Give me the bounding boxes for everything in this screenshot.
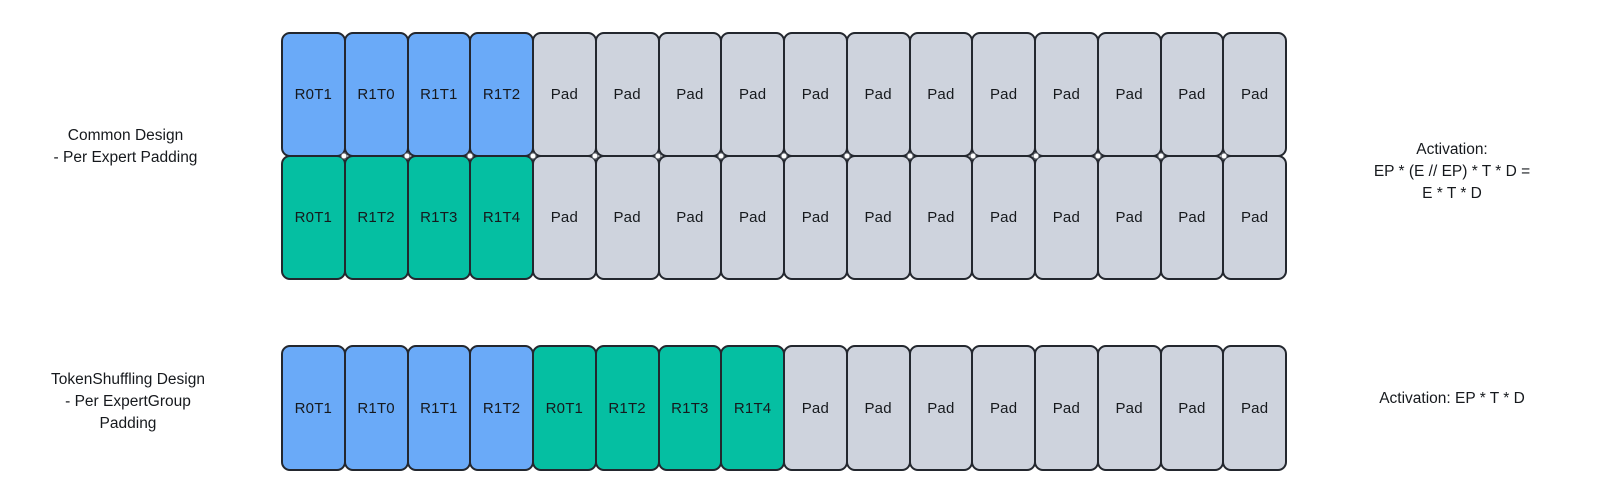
pad-cell: Pad: [845, 345, 911, 471]
pad-cell: Pad: [594, 32, 660, 157]
connector-dot: [654, 152, 662, 160]
pad-cell: Pad: [908, 32, 974, 157]
token-cell-r1t1: R1T1: [406, 345, 472, 471]
pad-cell: Pad: [1034, 32, 1099, 157]
label-line: Common Design: [67, 127, 184, 144]
pad-cell: Pad: [845, 32, 911, 157]
pad-cell: Pad: [1159, 32, 1225, 157]
connector-dot: [1220, 152, 1228, 160]
pad-cell: Pad: [845, 155, 911, 280]
pad-cell: Pad: [1034, 345, 1099, 471]
common-design-activation-formula: Activation: EP * (E // EP) * T * D = E * T…: [1336, 139, 1568, 205]
pad-cell: Pad: [1222, 155, 1287, 280]
connector-dot: [591, 152, 599, 160]
pad-cell: Pad: [1096, 32, 1162, 157]
pad-cell: Pad: [783, 345, 848, 471]
connector-dot: [780, 152, 788, 160]
connector-dot: [340, 152, 348, 160]
pad-cell: Pad: [971, 345, 1036, 471]
common-design-label: Common Design - Per Expert Padding: [8, 125, 243, 169]
connector-dot: [529, 152, 536, 160]
token-cell-r0t1: R0T1: [281, 345, 346, 471]
connector-dot: [1032, 152, 1039, 160]
token-cell-r1t4: R1T4: [720, 345, 785, 471]
tokenshuffling-design-activation-formula: Activation: EP * T * D: [1336, 388, 1568, 410]
token-cell-r1t0: R1T0: [343, 32, 409, 157]
connector-dot: [403, 152, 411, 160]
pad-cell: Pad: [657, 155, 723, 280]
label-line: Activation:: [1416, 141, 1488, 158]
connector-dot: [969, 152, 977, 160]
label-line: EP * (E // EP) * T * D =: [1373, 163, 1531, 180]
token-cell-r1t2: R1T2: [594, 345, 660, 471]
pad-cell: Pad: [532, 155, 597, 280]
pad-cell: Pad: [1096, 155, 1162, 280]
token-cell-r0t1: R0T1: [532, 345, 597, 471]
pad-cell: Pad: [532, 32, 597, 157]
token-cell-r1t2: R1T2: [343, 155, 409, 280]
label-line: Padding: [99, 415, 157, 432]
token-cell-r1t1: R1T1: [406, 32, 472, 157]
token-cell-r0t1: R0T1: [281, 155, 346, 280]
pad-cell: Pad: [1159, 155, 1225, 280]
connector-dot: [466, 152, 474, 160]
token-cell-r1t2: R1T2: [469, 32, 534, 157]
label-line: Activation: EP * T * D: [1379, 390, 1525, 407]
pad-cell: Pad: [720, 155, 785, 280]
connector-dot: [717, 152, 725, 160]
pad-cell: Pad: [1096, 345, 1162, 471]
pad-cell: Pad: [1159, 345, 1225, 471]
pad-cell: Pad: [971, 155, 1036, 280]
pad-cell: Pad: [720, 32, 785, 157]
label-line: E * T * D: [1422, 185, 1482, 202]
pad-cell: Pad: [783, 155, 848, 280]
pad-cell: Pad: [783, 32, 848, 157]
token-cell-r1t3: R1T3: [657, 345, 723, 471]
pad-cell: Pad: [908, 345, 974, 471]
connector-dot: [1157, 152, 1165, 160]
token-cell-r1t2: R1T2: [469, 345, 534, 471]
connector-dot: [1094, 152, 1102, 160]
label-line: TokenShuffling Design: [51, 371, 205, 388]
token-cell-r1t0: R1T0: [343, 345, 409, 471]
label-line: - Per ExpertGroup: [65, 393, 191, 410]
token-cell-r1t3: R1T3: [406, 155, 472, 280]
pad-cell: Pad: [657, 32, 723, 157]
pad-cell: Pad: [971, 32, 1036, 157]
label-line: - Per Expert Padding: [53, 149, 198, 166]
pad-cell: Pad: [908, 155, 974, 280]
pad-cell: Pad: [594, 155, 660, 280]
pad-cell: Pad: [1222, 32, 1287, 157]
token-cell-r1t4: R1T4: [469, 155, 534, 280]
connector-dot: [906, 152, 914, 160]
connector-dot: [843, 152, 851, 160]
pad-cell: Pad: [1222, 345, 1287, 471]
pad-cell: Pad: [1034, 155, 1099, 280]
token-cell-r0t1: R0T1: [281, 32, 346, 157]
